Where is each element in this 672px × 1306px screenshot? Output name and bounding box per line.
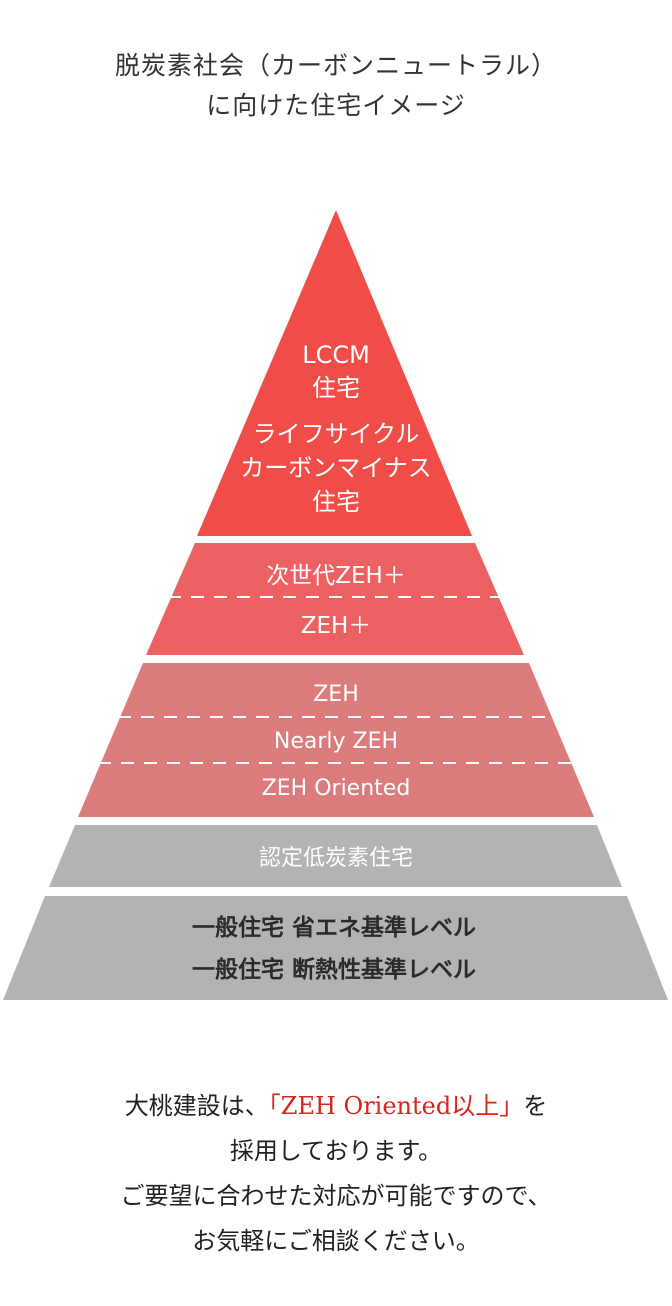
pyramid-diagram: LCCM 住宅 ライフサイクル カーボンマイナス 住宅 次世代ZEH＋ ZEH＋… (3, 210, 668, 1000)
tier-lccm: LCCM 住宅 ライフサイクル カーボンマイナス 住宅 (197, 210, 472, 536)
footer-line-2: 採用しております。 (229, 1137, 443, 1165)
tier-certified: 認定低炭素住宅 (49, 825, 622, 887)
tier-zeh-line-3: ZEH Oriented (262, 776, 411, 801)
diagram-title: 脱炭素社会（カーボンニュートラル） に向けた住宅イメージ (0, 46, 672, 126)
tier-zeh-line-1: ZEH (313, 682, 359, 707)
tier-lccm-line-5: 住宅 (312, 488, 360, 516)
tier-lccm-line-3: ライフサイクル (253, 420, 420, 448)
tier-general-line-2: 一般住宅 断熱性基準レベル (192, 956, 476, 983)
tier-zeh-plus-line-2: ZEH＋ (301, 613, 372, 639)
tier-lccm-line-2: 住宅 (312, 374, 360, 402)
tier-zeh: ZEH Nearly ZEH ZEH Oriented (78, 663, 594, 817)
title-line-2: に向けた住宅イメージ (206, 91, 466, 120)
tier-lccm-shape (197, 210, 472, 536)
tier-zeh-plus: 次世代ZEH＋ ZEH＋ (146, 543, 524, 655)
tier-zeh-line-2: Nearly ZEH (274, 729, 398, 754)
tier-certified-shape (49, 825, 622, 887)
tier-lccm-line-4: カーボンマイナス (240, 454, 432, 482)
tier-zeh-plus-line-1: 次世代ZEH＋ (266, 563, 406, 589)
footer-highlight: 「ZEH Oriented以上」 (268, 1092, 524, 1120)
footer-message: 大桃建設は、「ZEH Oriented以上」を 採用しております。 ご要望に合わ… (0, 1084, 672, 1264)
tier-lccm-line-1: LCCM (302, 341, 370, 369)
title-line-1: 脱炭素社会（カーボンニュートラル） (114, 51, 557, 80)
footer-line-3: ご要望に合わせた対応が可能ですので、 (120, 1182, 552, 1210)
footer-line-1-before: 大桃建設は、 (124, 1092, 269, 1120)
tier-zeh-shape (78, 663, 594, 817)
tier-general-shape (3, 896, 668, 1000)
tier-certified-line-1: 認定低炭素住宅 (259, 846, 413, 871)
footer-line-1: 大桃建設は、「ZEH Oriented以上」を (0, 1084, 672, 1129)
tier-zeh-plus-shape (146, 543, 524, 655)
footer-line-1-after: を (523, 1092, 548, 1120)
footer-line-4: お気軽にご相談ください。 (192, 1227, 480, 1255)
tier-general-line-1: 一般住宅 省エネ基準レベル (192, 914, 476, 941)
tier-general: 一般住宅 省エネ基準レベル 一般住宅 断熱性基準レベル (3, 896, 668, 1000)
